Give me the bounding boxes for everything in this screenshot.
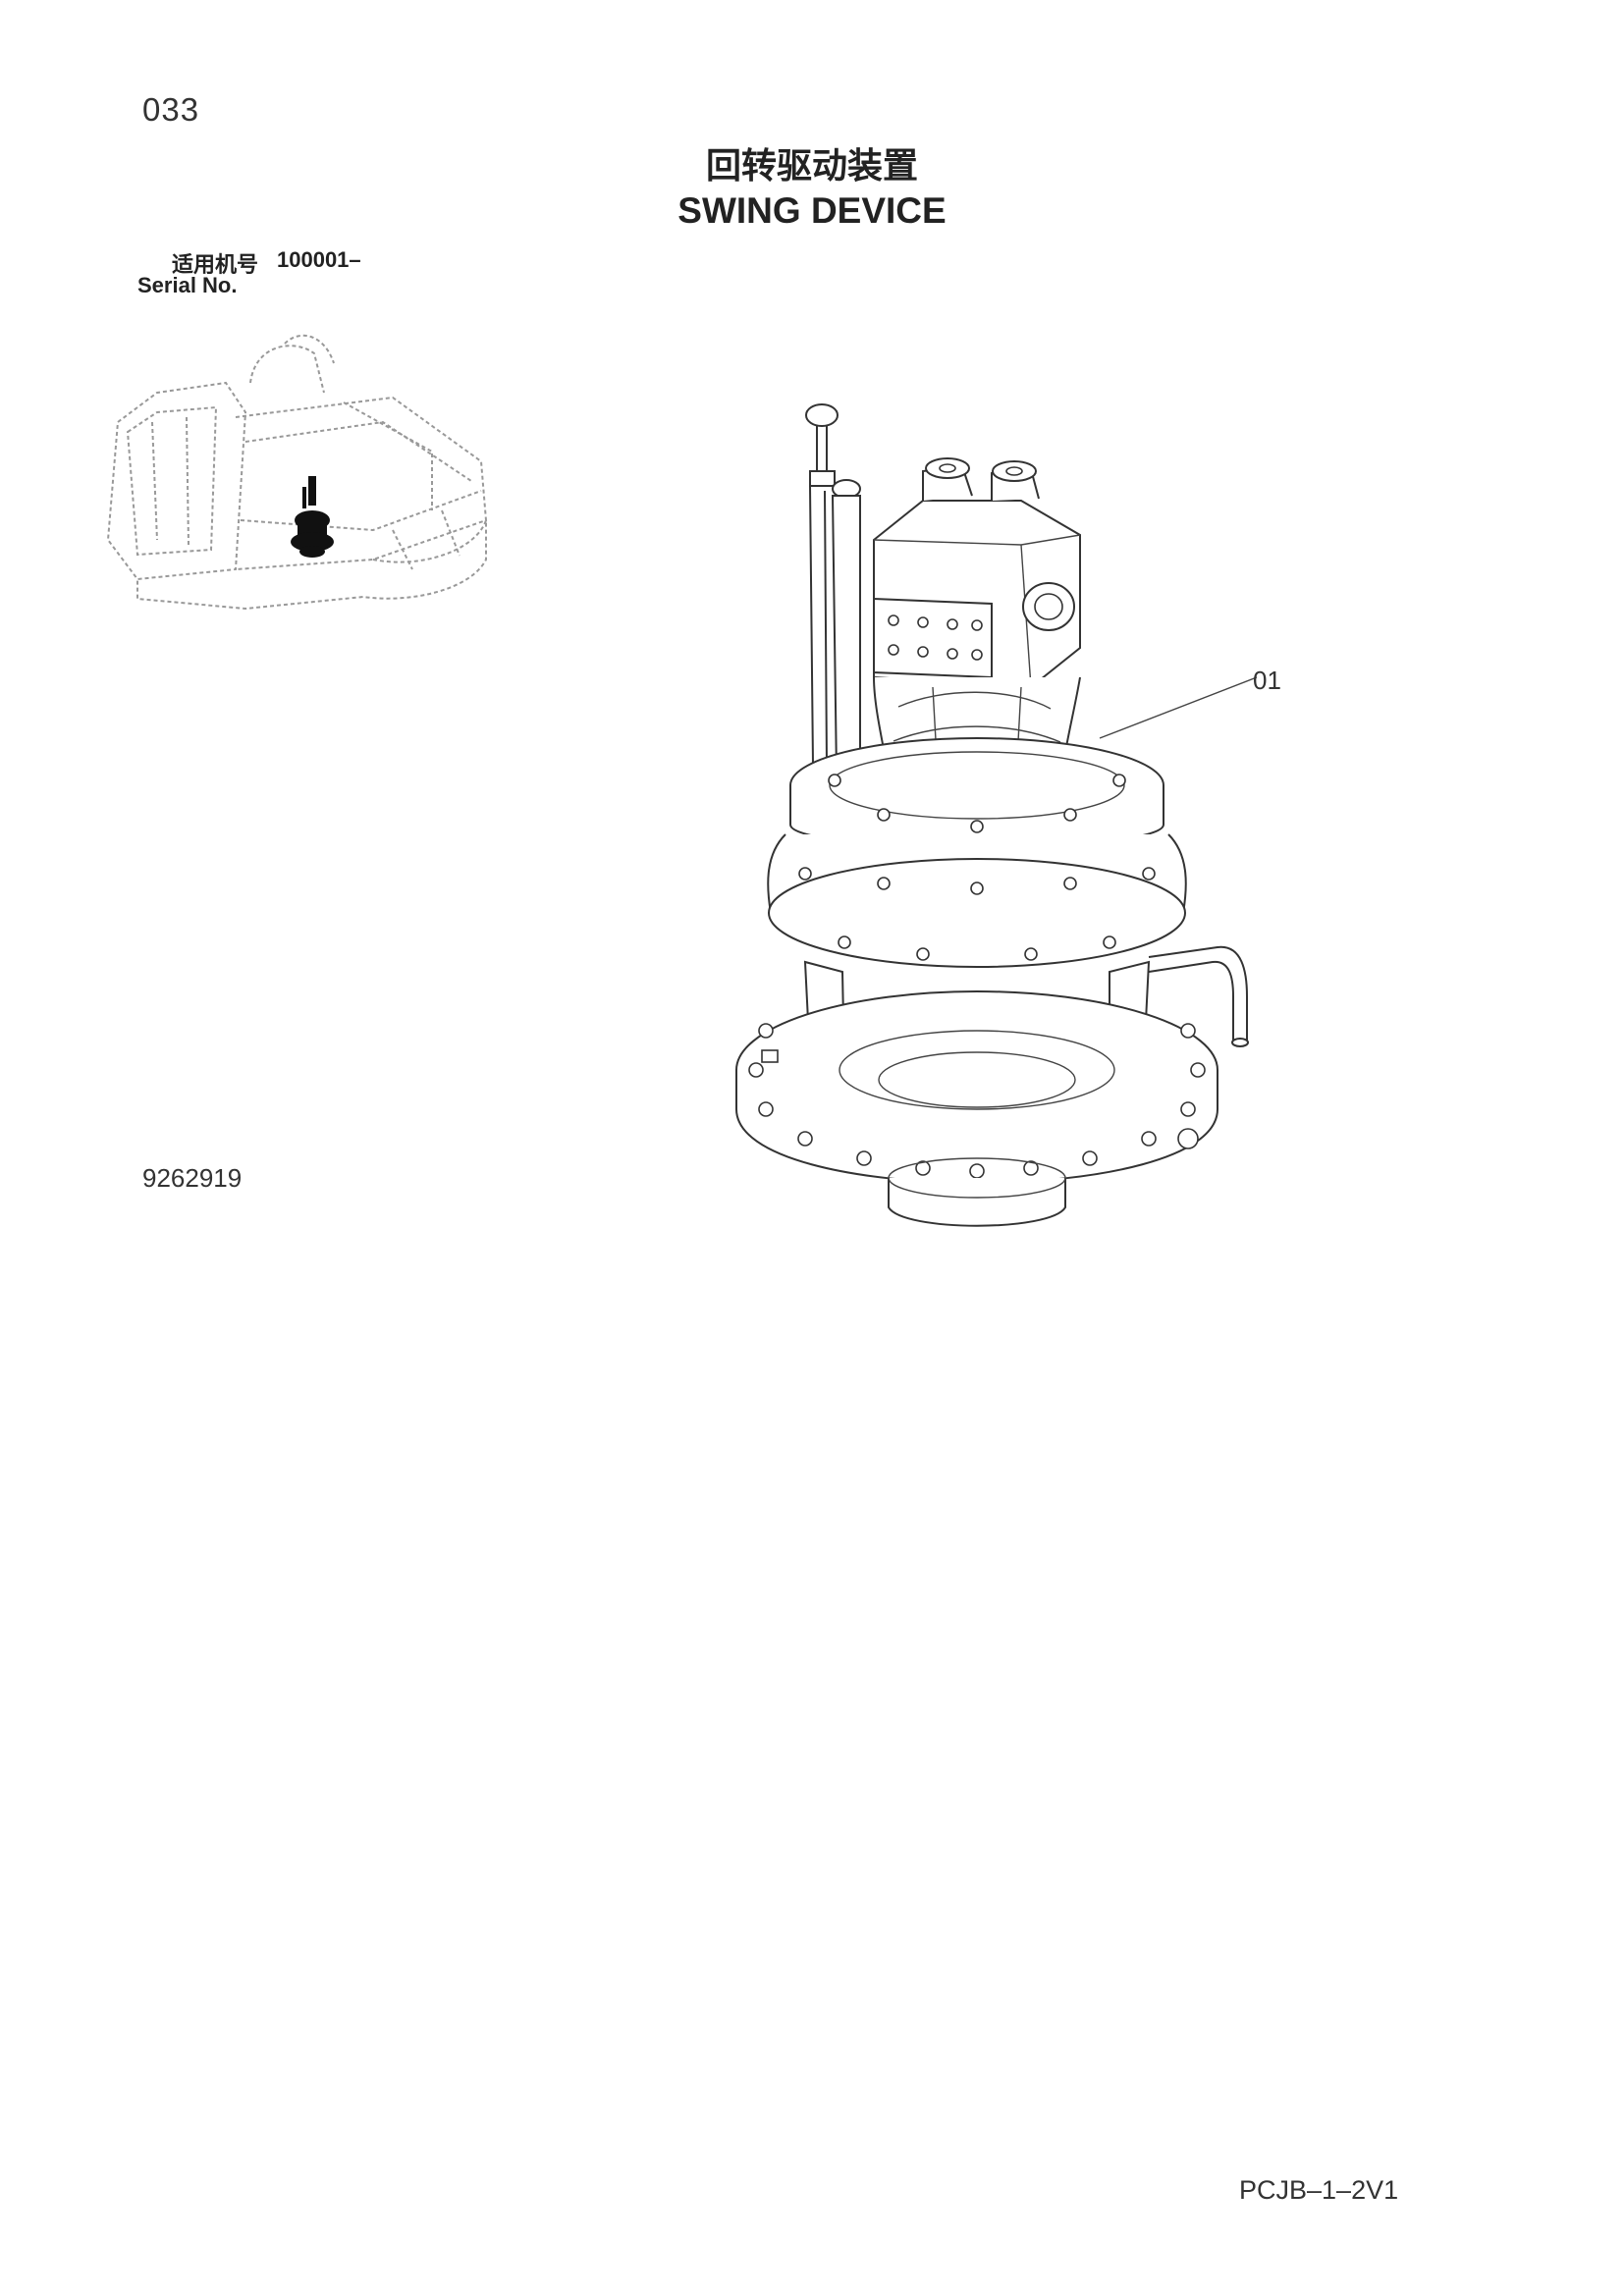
part-callout-01: 01: [1253, 666, 1281, 695]
document-code: PCJB–1–2V1: [1239, 2175, 1399, 2205]
serial-label-english: Serial No.: [137, 273, 238, 297]
serial-label-chinese: 适用机号: [172, 253, 259, 278]
drawing-number: 9262919: [142, 1163, 243, 1193]
page-number: 033: [142, 91, 200, 128]
swing-device-illustration: [735, 403, 1258, 1227]
machine-locator-illustration: [106, 334, 488, 611]
serial-number-range: 100001–: [277, 247, 361, 272]
page-title-chinese: 回转驱动装置: [705, 146, 918, 187]
page-title-english: SWING DEVICE: [677, 190, 947, 231]
